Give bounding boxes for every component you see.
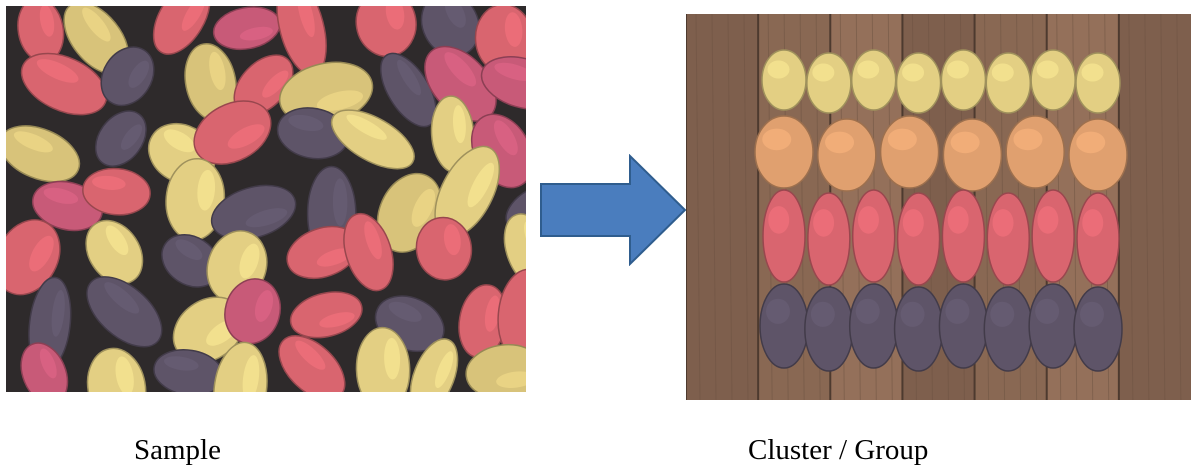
sorted-potatoes-image (686, 14, 1191, 400)
purple-potato (760, 284, 808, 368)
pink-potato (1077, 193, 1119, 285)
pink-potato (942, 190, 984, 282)
cluster-group-caption: Cluster / Group (748, 434, 928, 467)
pink-potato (987, 193, 1029, 285)
purple-potato (895, 287, 943, 371)
purple-potato (939, 284, 987, 368)
sample-caption: Sample (134, 434, 221, 467)
red-yellow-potato (1069, 119, 1127, 191)
purple-potato (984, 287, 1032, 371)
red-yellow-potato (755, 116, 813, 188)
yellow-potato (986, 53, 1030, 113)
purple-potato (805, 287, 853, 371)
yellow-potato (762, 50, 806, 110)
right-arrow-icon (538, 154, 688, 266)
purple-potato (1029, 284, 1077, 368)
mixed-potatoes-illustration (6, 6, 526, 392)
pink-potato (898, 193, 940, 285)
red-yellow-potato (881, 116, 939, 188)
pink-potato (853, 190, 895, 282)
yellow-potato (852, 50, 896, 110)
red-yellow-potato (943, 119, 1001, 191)
pink-potato (1032, 190, 1074, 282)
yellow-potato (1031, 50, 1075, 110)
pink-potato (808, 193, 850, 285)
purple-potato (1074, 287, 1122, 371)
yellow-potato (897, 53, 941, 113)
pink-potato (763, 190, 805, 282)
purple-potato (850, 284, 898, 368)
sorted-potatoes-illustration (686, 14, 1191, 400)
red-yellow-potato (818, 119, 876, 191)
mixed-potatoes-image (6, 6, 526, 392)
yellow-potato (1076, 53, 1120, 113)
red-yellow-potato (1006, 116, 1064, 188)
yellow-potato (941, 50, 985, 110)
yellow-potato (807, 53, 851, 113)
